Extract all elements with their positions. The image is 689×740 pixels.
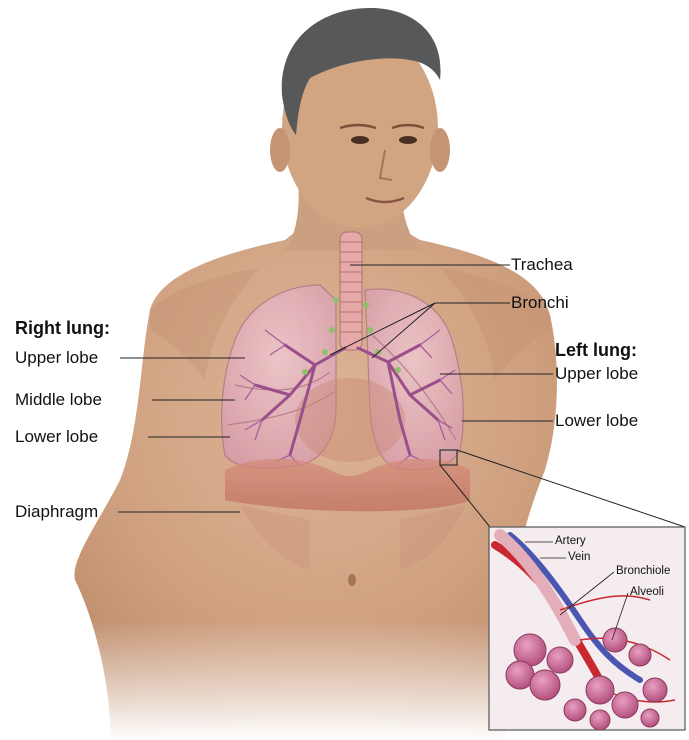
navel	[348, 574, 356, 586]
label-left-lung-header: Left lung:	[555, 340, 637, 360]
inset-label-bronchiole: Bronchiole	[616, 565, 670, 578]
heart-shadow	[295, 378, 405, 462]
head	[270, 8, 450, 228]
label-right-lower-lobe: Lower lobe	[15, 427, 98, 447]
inset-label-alveoli: Alveoli	[630, 586, 664, 599]
label-diaphragm: Diaphragm	[15, 502, 98, 522]
inset-label-artery: Artery	[555, 535, 586, 548]
label-trachea: Trachea	[511, 255, 573, 275]
label-left-upper-lobe: Upper lobe	[555, 364, 638, 384]
inset-label-vein: Vein	[568, 551, 590, 564]
label-right-lung-header: Right lung:	[15, 318, 110, 338]
label-left-lower-lobe: Lower lobe	[555, 411, 638, 431]
label-bronchi: Bronchi	[511, 293, 569, 313]
label-right-upper-lobe: Upper lobe	[15, 348, 98, 368]
label-right-middle-lobe: Middle lobe	[15, 390, 102, 410]
